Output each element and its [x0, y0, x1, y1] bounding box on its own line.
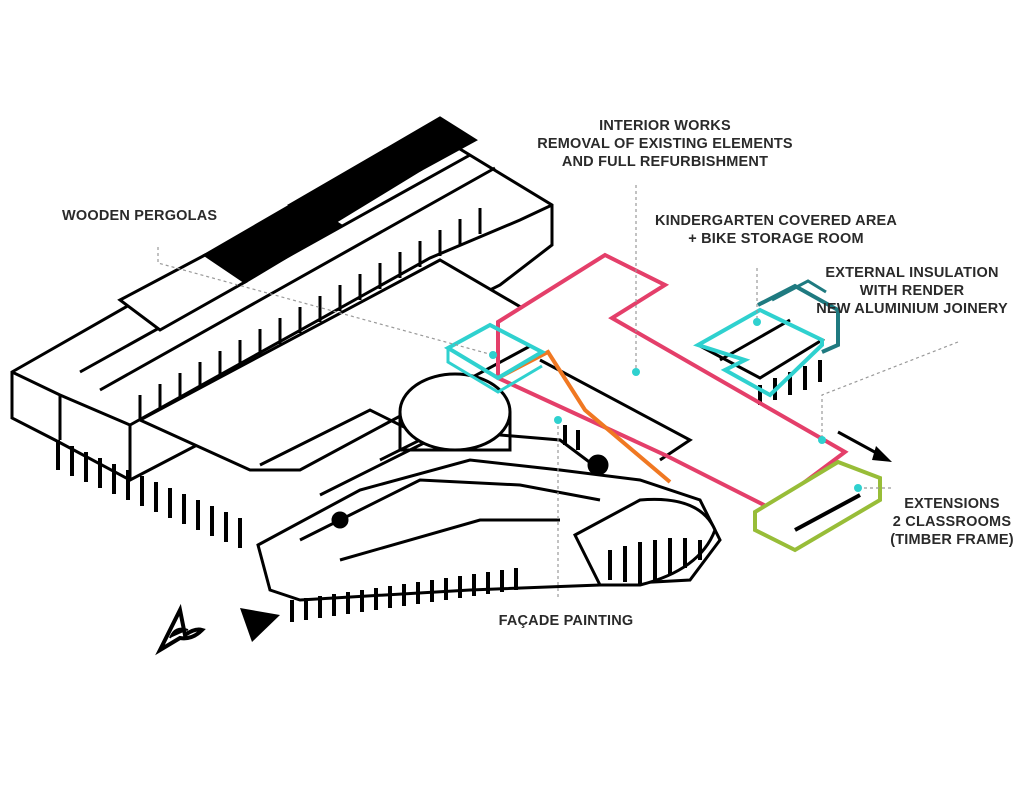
leader-wooden-pergolas: [157, 247, 494, 356]
central-block: [136, 258, 722, 622]
label-facade-painting-line1: FAÇADE PAINTING: [498, 613, 634, 629]
dot-interior-works: [632, 368, 640, 376]
interior-works-outline: [496, 252, 849, 511]
marker-dots: [489, 318, 862, 492]
view-direction-triangle-icon: [240, 608, 280, 642]
label-wooden-pergolas: WOODEN PERGOLAS: [62, 207, 217, 225]
school-building: [10, 116, 845, 622]
label-interior-works-line2: REMOVAL OF EXISTING ELEMENTS: [537, 136, 793, 152]
label-external-insulation-line3: NEW ALUMINIUM JOINERY: [816, 301, 1008, 317]
label-interior-works-line1: INTERIOR WORKS: [599, 118, 731, 134]
label-extensions: EXTENSIONS 2 CLASSROOMS (TIMBER FRAME): [882, 495, 1022, 549]
dot-kindergarten: [753, 318, 761, 326]
label-external-insulation-line2: WITH RENDER: [859, 283, 965, 299]
dot-facade-painting: [554, 416, 562, 424]
direction-arrow-icon: [837, 430, 892, 462]
cyan-pergola-outline: [443, 322, 547, 394]
label-extensions-line1: EXTENSIONS: [904, 496, 1000, 512]
label-interior-works-line3: AND FULL REFURBISHMENT: [561, 154, 769, 170]
view-direction-eye-icon: [155, 603, 206, 656]
label-wooden-pergolas-line1: WOODEN PERGOLAS: [62, 208, 218, 224]
label-extensions-line3: (TIMBER FRAME): [890, 532, 1014, 548]
label-interior-works: INTERIOR WORKS REMOVAL OF EXISTING ELEME…: [520, 117, 810, 171]
cyan-kindergarten-outline: [693, 307, 824, 398]
leader-lines: [157, 185, 959, 600]
leader-external-insulation: [821, 341, 959, 440]
label-extensions-line2: 2 CLASSROOMS: [892, 514, 1012, 530]
left-wing: [10, 116, 554, 548]
dot-pergolas: [489, 351, 497, 359]
label-kindergarten: KINDERGARTEN COVERED AREA + BIKE STORAGE…: [642, 212, 910, 248]
green-extension-outline: [753, 459, 882, 553]
dot-extensions: [854, 484, 862, 492]
dot-external-insulation: [818, 436, 826, 444]
label-kindergarten-line1: KINDERGARTEN COVERED AREA: [654, 213, 898, 229]
label-external-insulation-line1: EXTERNAL INSULATION: [825, 265, 999, 281]
label-external-insulation: EXTERNAL INSULATION WITH RENDER NEW ALUM…: [804, 264, 1020, 318]
label-kindergarten-line2: + BIKE STORAGE ROOM: [688, 231, 864, 247]
label-facade-painting: FAÇADE PAINTING: [476, 612, 656, 630]
teal-insulation-outline: [757, 279, 840, 354]
